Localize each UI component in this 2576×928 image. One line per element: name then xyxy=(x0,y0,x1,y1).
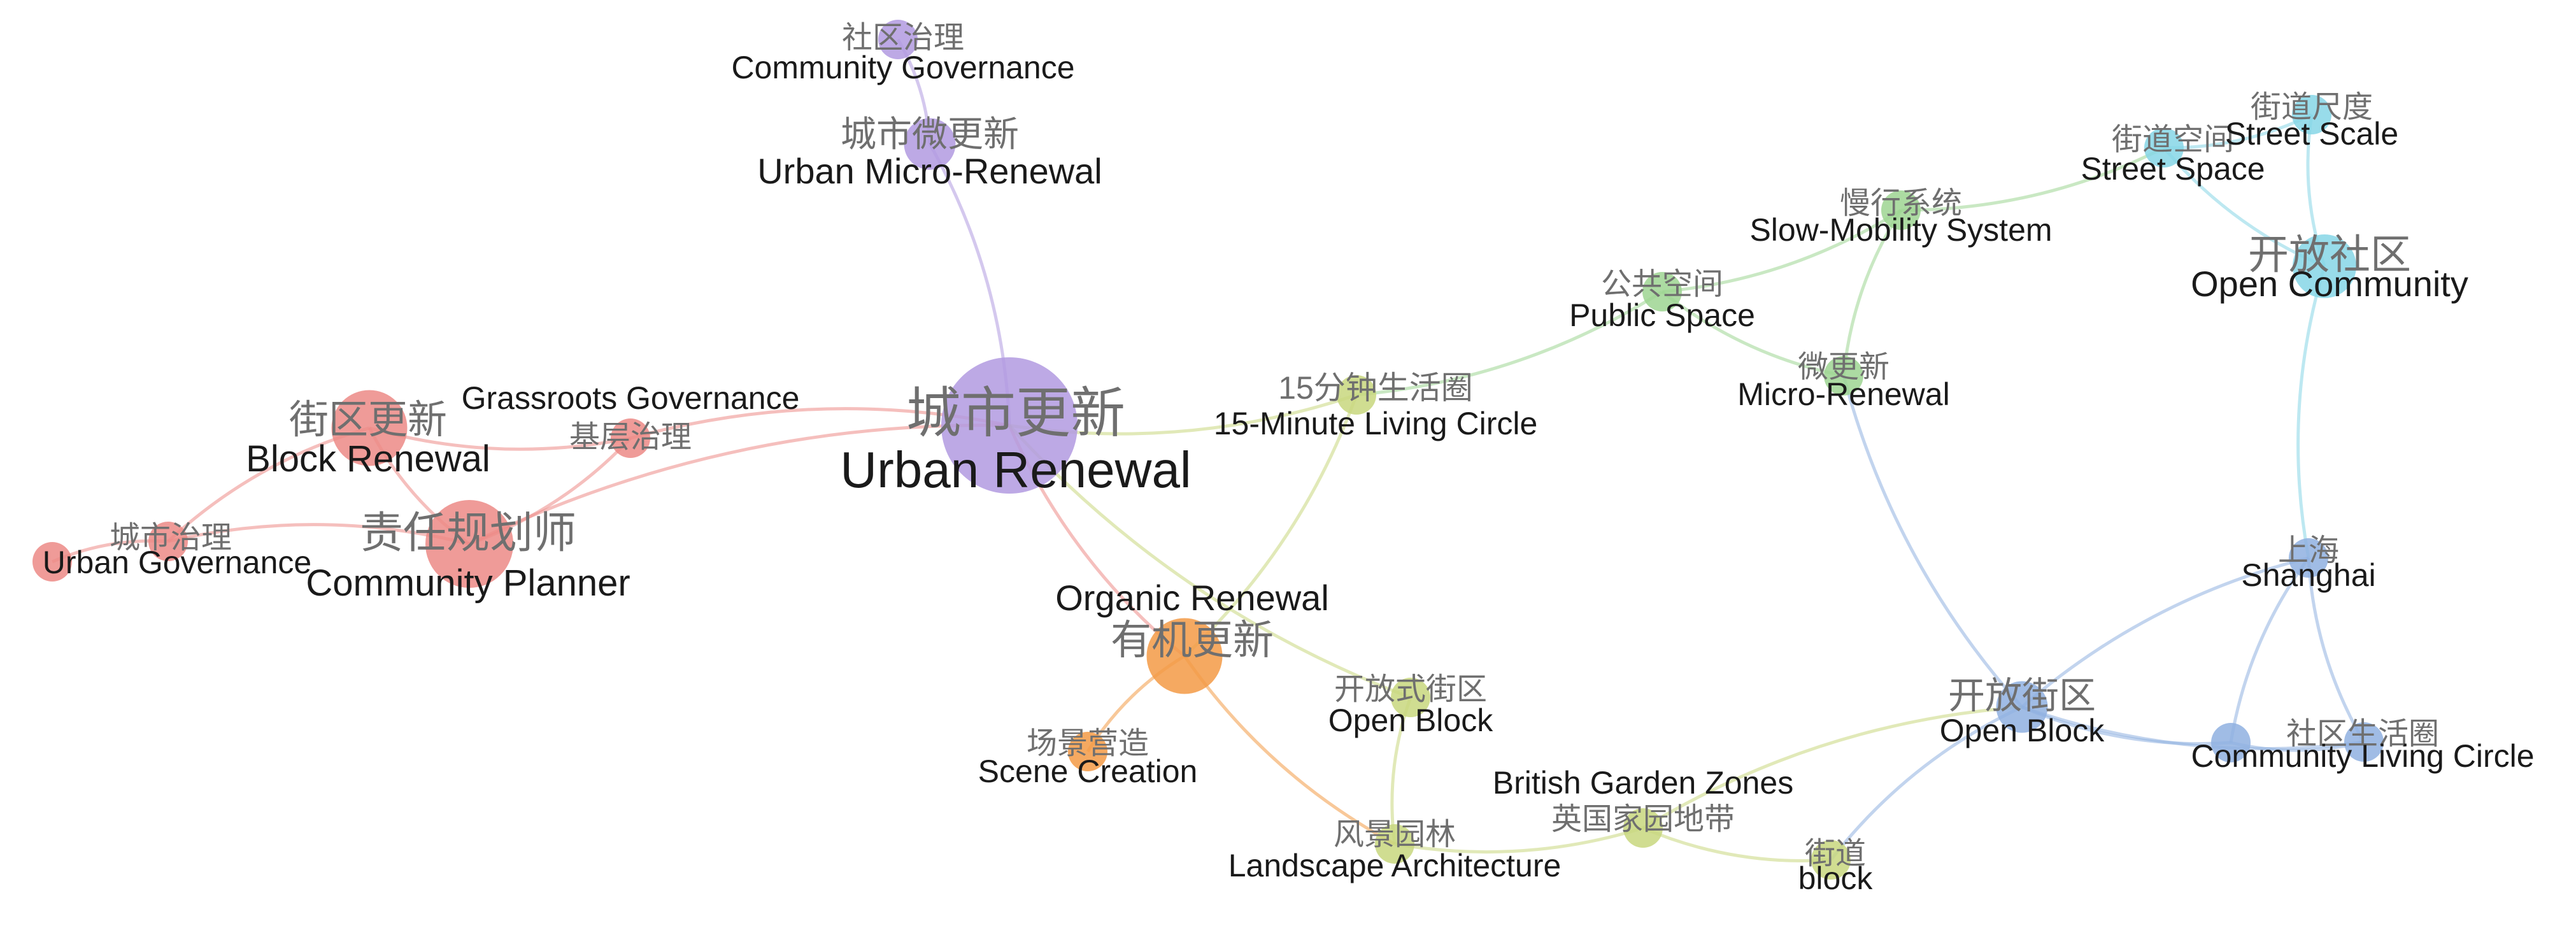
node-micro-renewal xyxy=(1824,356,1863,396)
label-en-shanghai: Shanghai xyxy=(2241,557,2375,593)
node-open-block-olive xyxy=(1391,678,1430,717)
label-cn-fifteen-minute: 15分钟生活圈 xyxy=(1278,370,1473,406)
label-en-block: block xyxy=(1798,860,1874,896)
label-cn-public-space: 公共空间 xyxy=(1601,268,1723,301)
node-community-planner xyxy=(425,500,513,588)
edge-open-community-shanghai xyxy=(2296,266,2326,559)
node-british-garden xyxy=(1623,808,1663,848)
label-cn-community-living-circle: 社区生活圈 xyxy=(2286,717,2439,751)
node-block xyxy=(1811,840,1851,880)
node-street-space xyxy=(2144,128,2184,168)
label-en-community-planner: Community Planner xyxy=(306,562,630,604)
edge-slow-mobility-street-space xyxy=(1900,146,2165,212)
node-landscape xyxy=(1375,824,1414,864)
edge-public-space-micro-renewal xyxy=(1661,290,1844,378)
label-cn-block: 街道 xyxy=(1805,837,1866,871)
node-community-living-circle xyxy=(2344,722,2384,762)
label-en-street-space: Street Space xyxy=(2081,151,2265,187)
edge-micro-renewal-open-block xyxy=(1842,375,2023,708)
node-street-scale xyxy=(2292,95,2331,134)
node-urban-governance xyxy=(32,542,72,582)
label-en-micro-renewal: Micro-Renewal xyxy=(1737,376,1949,412)
node-fifteen-minute xyxy=(1337,375,1376,415)
label-en-grassroots-governance: Grassroots Governance xyxy=(462,380,800,416)
label-cn-scene-creation: 场景营造 xyxy=(1027,727,1149,760)
edge-landscape-british-garden xyxy=(1394,826,1644,854)
edge-public-space-slow-mobility xyxy=(1662,208,1902,294)
node-shanghai xyxy=(2289,538,2328,578)
label-cn-street-scale: 街道尺度 xyxy=(2251,90,2373,124)
label-cn-street-space: 街道空间 xyxy=(2112,123,2234,157)
label-en-british-garden: British Garden Zones xyxy=(1493,765,1793,801)
label-en-block-renewal: Block Renewal xyxy=(246,438,490,480)
node-open-block xyxy=(1996,681,2048,733)
node-blue-small xyxy=(2211,723,2251,762)
label-en-urban-renewal: Urban Renewal xyxy=(840,441,1191,498)
edge-urban-renewal-open-block-olive xyxy=(1008,424,1411,699)
label-en-open-community: Open Community xyxy=(2191,264,2468,304)
label-cn-community-planner: 责任规划师 xyxy=(360,509,576,557)
label-en-fifteen-minute: 15-Minute Living Circle xyxy=(1214,406,1538,441)
label-en-urban-governance: Urban Governance xyxy=(43,545,311,580)
node-layer xyxy=(32,20,2384,880)
edge-shanghai-blue-small xyxy=(2229,557,2310,743)
edge-shanghai-open-block xyxy=(2021,556,2309,708)
label-en-urban-micro-renewal: Urban Micro-Renewal xyxy=(757,151,1102,191)
node-scene-creation xyxy=(1068,732,1107,771)
edge-organic-renewal-fifteen-minute xyxy=(1183,394,1358,657)
label-cn-block-renewal: 街区更新 xyxy=(289,398,447,442)
label-cn-grassroots-governance: 基层治理 xyxy=(569,420,692,454)
edge-shanghai-community-living-circle xyxy=(2307,557,2366,743)
node-slow-mobility xyxy=(1881,190,1921,230)
node-urban-micro-renewal xyxy=(904,118,956,170)
node-open-community xyxy=(2293,234,2356,298)
label-cn-open-block-olive: 开放式街区 xyxy=(1334,673,1487,706)
node-public-space xyxy=(1642,272,1682,311)
label-en-landscape: Landscape Architecture xyxy=(1228,848,1562,883)
label-cn-organic-renewal: 有机更新 xyxy=(1111,617,1274,663)
label-cn-community-governance: 社区治理 xyxy=(842,21,964,55)
label-en-organic-renewal: Organic Renewal xyxy=(1055,578,1329,618)
label-en-open-block: Open Block xyxy=(1940,713,2105,748)
node-grassroots-governance xyxy=(611,418,650,458)
edge-open-block-block xyxy=(1830,705,2023,861)
edge-organic-renewal-landscape xyxy=(1183,655,1396,846)
label-en-scene-creation: Scene Creation xyxy=(978,753,1198,789)
label-en-community-governance: Community Governance xyxy=(731,50,1074,85)
label-cn-urban-micro-renewal: 城市微更新 xyxy=(841,114,1019,154)
label-cn-urban-renewal: 城市更新 xyxy=(906,383,1125,444)
label-cn-landscape: 风景园林 xyxy=(1334,818,1456,852)
node-urban-renewal xyxy=(941,357,1078,494)
label-en-community-living-circle: Community Living Circle xyxy=(2191,738,2534,774)
edge-fifteen-minute-public-space xyxy=(1356,290,1663,397)
edge-british-garden-block xyxy=(1642,826,1832,862)
edge-open-block-blue-small xyxy=(2021,705,2231,746)
label-en-slow-mobility: Slow-Mobility System xyxy=(1749,212,2052,248)
label-en-open-block-olive: Open Block xyxy=(1328,703,1493,738)
label-cn-shanghai: 上海 xyxy=(2278,534,2339,568)
edge-open-block-british-garden xyxy=(1642,705,2023,830)
node-community-governance xyxy=(878,20,918,59)
label-en-street-scale: Street Scale xyxy=(2225,116,2398,152)
node-urban-governance-cn xyxy=(148,522,188,561)
edge-urban-renewal-community-planner xyxy=(468,424,1010,546)
edge-slow-mobility-micro-renewal xyxy=(1842,209,1903,376)
label-cn-open-block: 开放街区 xyxy=(1948,675,2096,717)
label-cn-open-community: 开放社区 xyxy=(2248,232,2411,278)
node-block-renewal xyxy=(331,390,408,466)
label-cn-slow-mobility: 慢行系统 xyxy=(1840,187,1962,220)
label-cn-micro-renewal: 微更新 xyxy=(1798,350,1889,384)
node-organic-renewal xyxy=(1146,618,1223,694)
label-en-public-space: Public Space xyxy=(1569,297,1755,333)
label-cn-british-garden: 英国家园地带 xyxy=(1551,803,1735,836)
label-cn-urban-governance-cn: 城市治理 xyxy=(110,521,232,555)
